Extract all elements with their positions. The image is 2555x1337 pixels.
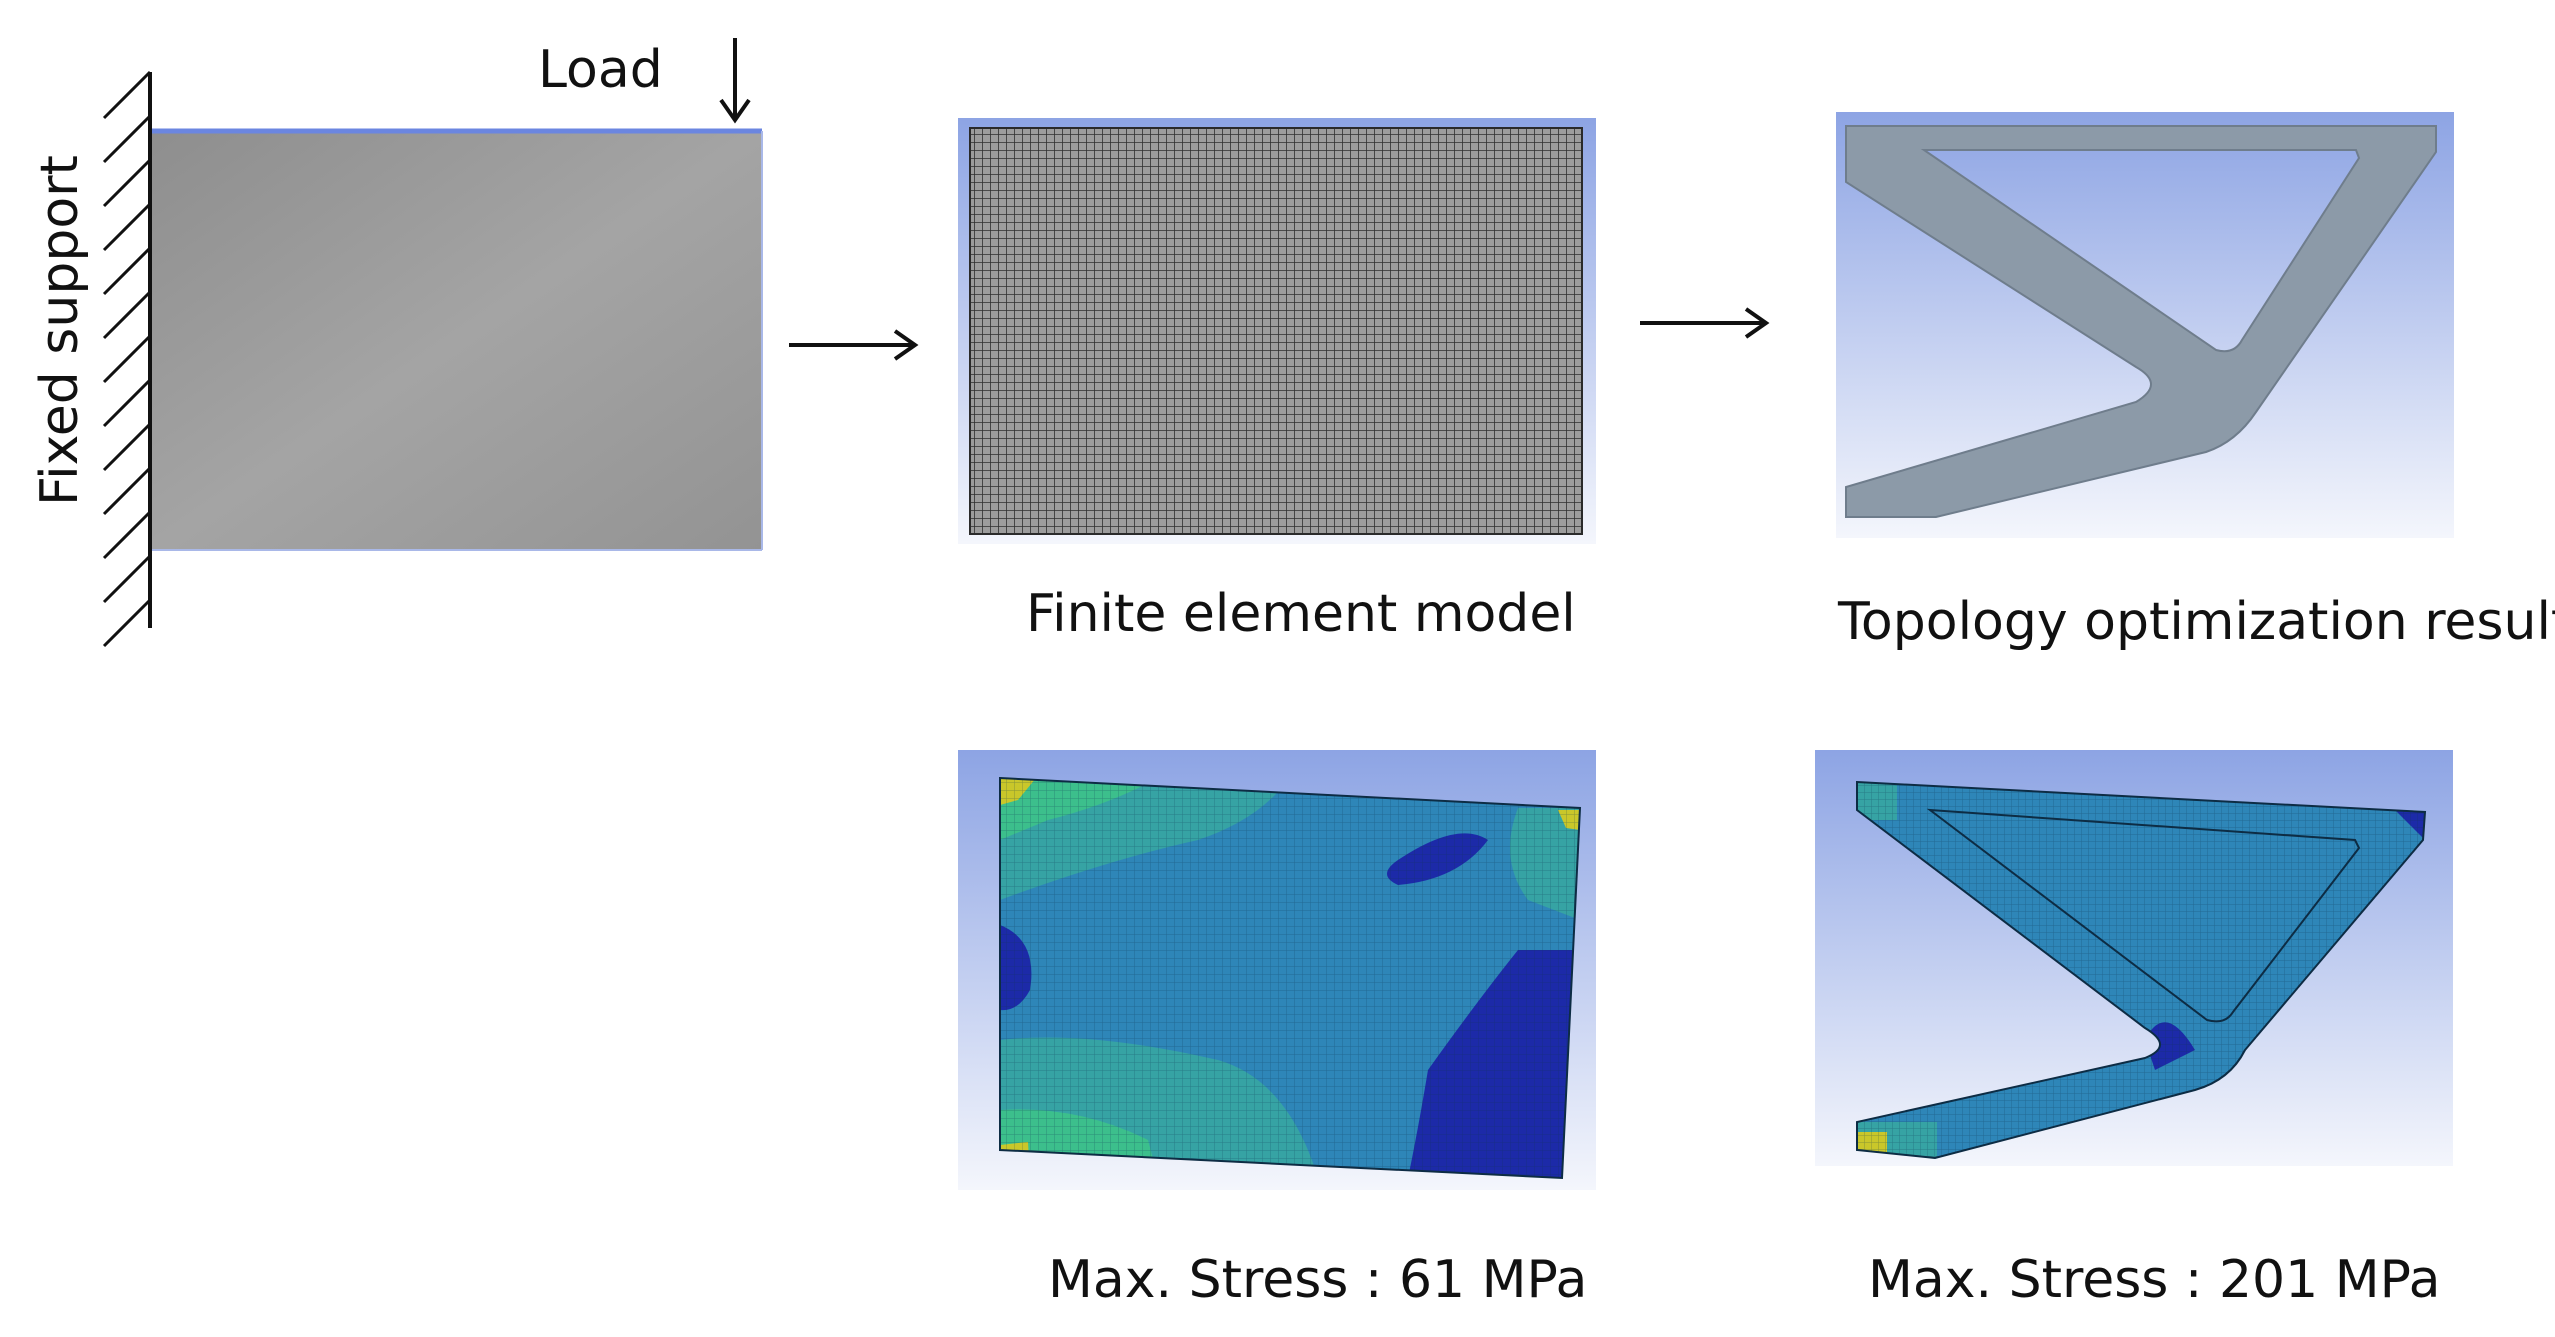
fe-mesh [969,127,1583,535]
topology-stress-caption: Max. Stress : 201 MPa [1868,1250,2441,1310]
right-arrow-icon [789,329,919,361]
right-arrow-icon [1640,307,1770,339]
design-domain-plate [152,130,762,550]
cantilever-plate-diagram [102,38,763,648]
topology-stress-viewport [1815,750,2453,1166]
fe-stress-viewport [958,750,1596,1190]
fe-stress-caption: Max. Stress : 61 MPa [1048,1250,1588,1310]
optimized-structure [1845,125,2437,518]
down-arrow-icon [719,38,751,124]
problem-setup [0,0,800,660]
fe-model-caption: Finite element model [1026,584,1576,644]
fe-model-viewport [958,118,1596,544]
load-label: Load [538,40,663,100]
stress-contour-plate [1000,778,1580,1178]
fixed-support-label: Fixed support [30,155,90,506]
fixed-support-hatching [102,70,152,648]
topology-result-caption: Topology optimization result [1838,592,2555,652]
topology-result-viewport [1836,112,2454,538]
